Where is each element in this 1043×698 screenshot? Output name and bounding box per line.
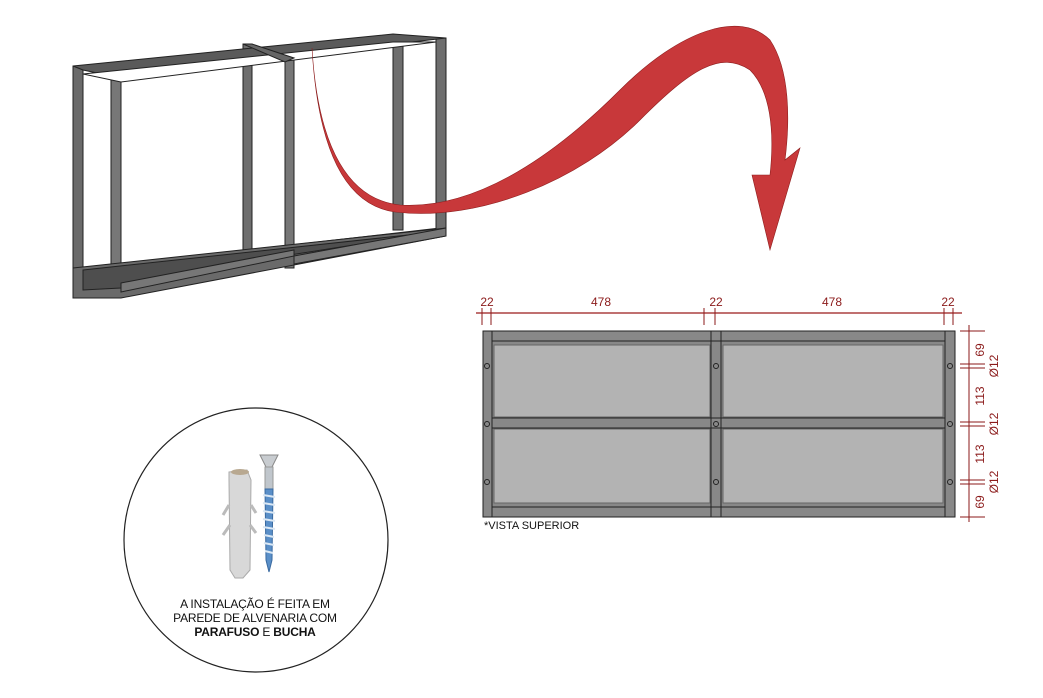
caption-line-3: PARAFUSO E BUCHA [140,625,370,639]
install-circle [123,407,389,673]
vertical-dimensions: 69 Ø12 113 Ø12 113 Ø12 69 [973,343,1001,509]
caption-bold-screw: PARAFUSO [194,625,260,639]
dim-label: 113 [973,386,987,405]
caption-connector: E [259,625,274,639]
dim-label: 69 [973,343,987,357]
dim-label: 478 [822,295,842,309]
caption-bold-anchor: BUCHA [273,625,316,639]
caption-line-2: PAREDE DE ALVENARIA COM [173,611,337,625]
dim-label: 22 [480,295,494,309]
dimension-lines [476,308,985,522]
top-view-note: *VISTA SUPERIOR [484,520,580,532]
dim-label: Ø12 [987,412,1001,435]
install-caption: A INSTALAÇÃO É FEITA EM PAREDE DE ALVENA… [140,597,370,639]
dim-label: Ø12 [987,354,1001,377]
horizontal-dimensions: 22 478 22 478 22 [480,295,955,309]
red-arrow [311,25,801,252]
dim-label: 113 [973,444,987,463]
screw-holes [484,363,953,485]
screw-icon [259,454,279,573]
caption-line-1: A INSTALAÇÃO É FEITA EM [180,597,330,611]
wall-anchor-icon [221,469,258,579]
dim-label: Ø12 [987,470,1001,493]
top-view [476,308,985,522]
dim-label: 478 [591,295,611,309]
dim-label: 22 [709,295,723,309]
dim-label: 22 [941,295,955,309]
shelf-frame-3d [72,33,447,299]
dim-label: 69 [973,495,987,509]
